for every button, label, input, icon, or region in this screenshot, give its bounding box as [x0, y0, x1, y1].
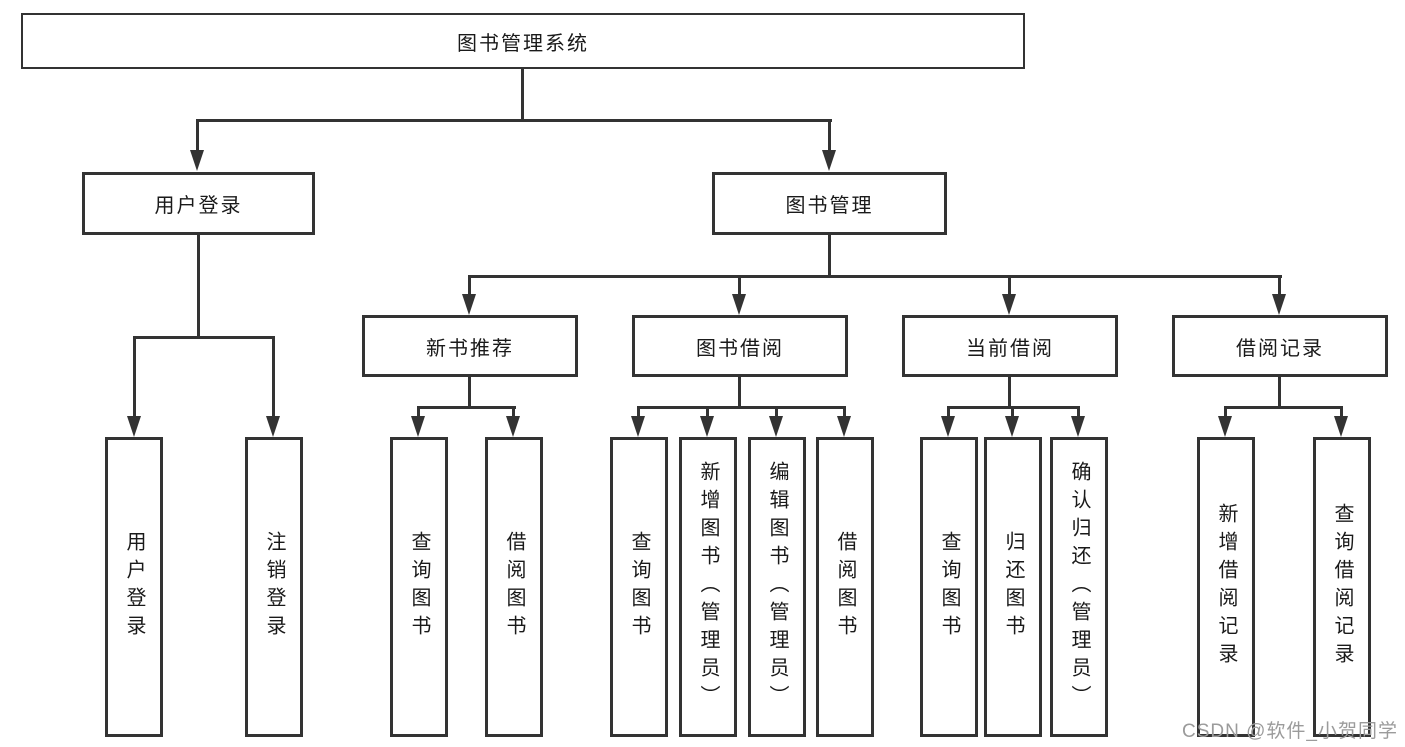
arrow-down-icon — [1218, 416, 1232, 437]
arrow-down-icon — [732, 294, 746, 315]
leaf-logout-label: 注销登录 — [263, 531, 285, 643]
connector-line — [947, 406, 950, 418]
connector-line — [417, 406, 516, 409]
connector-line — [197, 234, 200, 338]
connector-line — [1224, 406, 1343, 409]
arrow-down-icon — [769, 416, 783, 437]
connector-line — [1077, 406, 1080, 418]
connector-line — [1224, 406, 1227, 418]
watermark: CSDN @软件_小贺同学 — [1182, 721, 1398, 742]
node-user-login-label: 用户登录 — [154, 195, 243, 217]
leaf-borrow-edit-books-admin: 编辑图书（管理员） — [748, 437, 806, 737]
connector-line — [1278, 275, 1281, 296]
leaf-current-confirm-return-admin: 确认归还（管理员） — [1050, 437, 1108, 737]
connector-line — [706, 406, 709, 418]
connector-line — [843, 406, 846, 418]
leaf-records-add-record: 新增借阅记录 — [1197, 437, 1255, 737]
connector-line — [417, 406, 420, 418]
connector-line — [637, 406, 846, 409]
leaf-records-query-record: 查询借阅记录 — [1313, 437, 1371, 737]
arrow-down-icon — [266, 416, 280, 437]
connector-line — [196, 119, 832, 122]
arrow-down-icon — [190, 150, 204, 171]
node-new-book-recommend-label: 新书推荐 — [426, 337, 514, 360]
arrow-down-icon — [822, 150, 836, 171]
connector-line — [468, 275, 471, 296]
node-book-management: 图书管理 — [712, 172, 947, 235]
leaf-newbook-borrow-books-label: 借阅图书 — [503, 531, 525, 643]
leaf-user-login-label: 用户登录 — [123, 531, 145, 643]
arrow-down-icon — [506, 416, 520, 437]
node-book-borrow: 图书借阅 — [632, 315, 848, 377]
arrow-down-icon — [1334, 416, 1348, 437]
connector-line — [133, 336, 136, 418]
arrow-down-icon — [1272, 294, 1286, 315]
node-library-system-label: 图书管理系统 — [457, 32, 589, 55]
connector-line — [196, 119, 199, 152]
leaf-borrow-query-books: 查询图书 — [610, 437, 668, 737]
node-borrow-records: 借阅记录 — [1172, 315, 1388, 377]
arrow-down-icon — [1002, 294, 1016, 315]
node-current-borrow: 当前借阅 — [902, 315, 1118, 377]
leaf-newbook-query-books: 查询图书 — [390, 437, 448, 737]
leaf-logout: 注销登录 — [245, 437, 303, 737]
arrow-down-icon — [941, 416, 955, 437]
connector-line — [1278, 376, 1281, 408]
leaf-borrow-borrow-books-label: 借阅图书 — [834, 531, 856, 643]
connector-line — [1008, 275, 1011, 296]
arrow-down-icon — [1005, 416, 1019, 437]
connector-line — [828, 119, 831, 152]
leaf-records-add-record-label: 新增借阅记录 — [1215, 503, 1237, 671]
connector-line — [775, 406, 778, 418]
connector-line — [272, 336, 275, 418]
connector-line — [738, 376, 741, 408]
leaf-user-login: 用户登录 — [105, 437, 163, 737]
leaf-current-query-books: 查询图书 — [920, 437, 978, 737]
node-borrow-records-label: 借阅记录 — [1236, 337, 1324, 360]
node-book-borrow-label: 图书借阅 — [696, 337, 784, 360]
leaf-current-return-books-label: 归还图书 — [1002, 531, 1024, 643]
arrow-down-icon — [631, 416, 645, 437]
connector-line — [468, 376, 471, 408]
connector-line — [738, 275, 741, 296]
leaf-current-query-books-label: 查询图书 — [938, 531, 960, 643]
arrow-down-icon — [700, 416, 714, 437]
leaf-newbook-query-books-label: 查询图书 — [408, 531, 430, 643]
arrow-down-icon — [127, 416, 141, 437]
node-current-borrow-label: 当前借阅 — [966, 337, 1054, 360]
connector-line — [1008, 376, 1011, 408]
arrow-down-icon — [462, 294, 476, 315]
connector-line — [1011, 406, 1014, 418]
connector-line — [1340, 406, 1343, 418]
node-library-system: 图书管理系统 — [21, 13, 1025, 69]
leaf-records-query-record-label: 查询借阅记录 — [1331, 503, 1353, 671]
leaf-borrow-borrow-books: 借阅图书 — [816, 437, 874, 737]
node-new-book-recommend: 新书推荐 — [362, 315, 578, 377]
leaf-current-return-books: 归还图书 — [984, 437, 1042, 737]
leaf-borrow-add-books-admin: 新增图书（管理员） — [679, 437, 737, 737]
connector-line — [637, 406, 640, 418]
connector-line — [521, 68, 524, 121]
arrow-down-icon — [1071, 416, 1085, 437]
arrow-down-icon — [411, 416, 425, 437]
node-user-login: 用户登录 — [82, 172, 315, 235]
leaf-borrow-query-books-label: 查询图书 — [628, 531, 650, 643]
connector-line — [133, 336, 275, 339]
connector-line — [468, 275, 1282, 278]
leaf-borrow-edit-books-admin-label: 编辑图书（管理员） — [766, 461, 788, 713]
leaf-newbook-borrow-books: 借阅图书 — [485, 437, 543, 737]
connector-line — [828, 234, 831, 278]
node-book-management-label: 图书管理 — [785, 195, 874, 217]
leaf-current-confirm-return-admin-label: 确认归还（管理员） — [1068, 461, 1090, 713]
leaf-borrow-add-books-admin-label: 新增图书（管理员） — [697, 461, 719, 713]
arrow-down-icon — [837, 416, 851, 437]
connector-line — [512, 406, 515, 418]
